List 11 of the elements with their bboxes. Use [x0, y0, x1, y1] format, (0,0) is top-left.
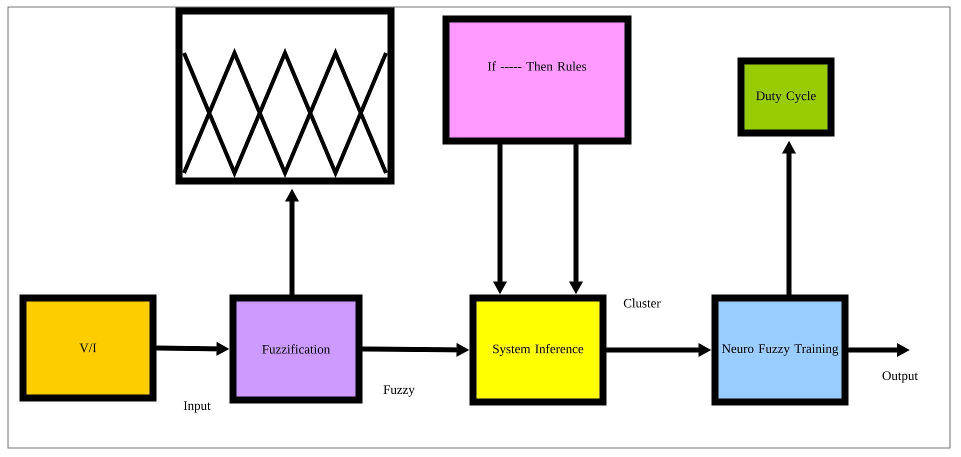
process-box: Neuro Fuzzy Training: [712, 294, 848, 406]
edge-label: Output: [881, 370, 919, 384]
process-box: If ----- Then Rules: [442, 16, 632, 144]
process-box: V/I: [20, 294, 156, 402]
process-box: Duty Cycle: [738, 58, 834, 136]
process-box: System Inference: [470, 294, 606, 406]
edge-label: Fuzzy: [382, 384, 416, 398]
membership-function-drawing: [176, 8, 394, 184]
process-box: Fuzzification: [230, 294, 362, 404]
edge-label: Cluster: [622, 297, 662, 309]
edge-label: Input: [182, 400, 212, 414]
